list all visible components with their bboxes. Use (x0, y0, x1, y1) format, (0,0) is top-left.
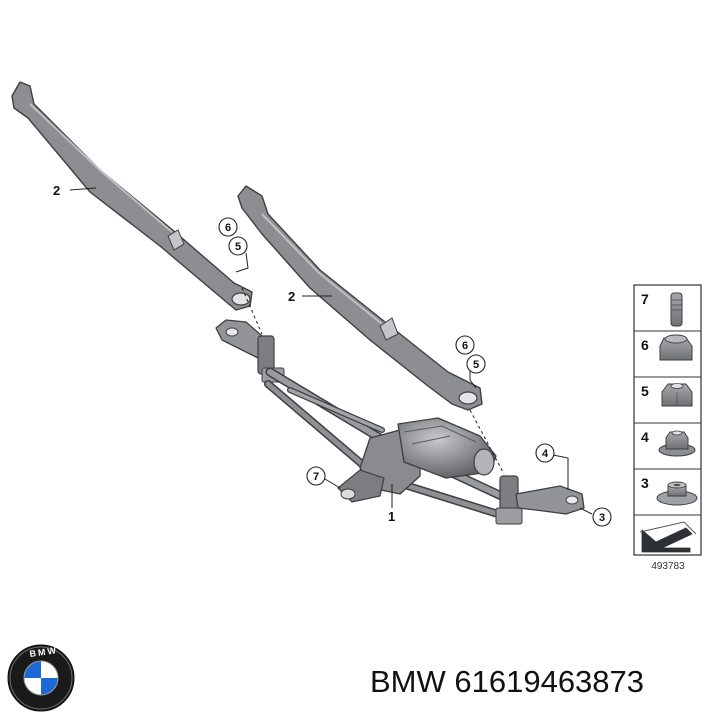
legend-row-6: 6 (641, 334, 693, 361)
part-label-arm-left: 2 (53, 183, 60, 198)
legend-label: 5 (641, 383, 649, 399)
callout-label: 3 (599, 512, 605, 524)
wiper-arm-left (11, 81, 253, 311)
callout-label: 7 (313, 471, 319, 483)
diagram-id: 493783 (651, 561, 685, 572)
part-number-caption: BMW 61619463873 (370, 664, 645, 699)
legend-label: 4 (641, 429, 649, 445)
panel-arrow-icon (639, 521, 697, 553)
wiper-linkage-assembly (215, 319, 585, 525)
callout-label: 5 (473, 359, 479, 371)
callout-label: 5 (235, 241, 241, 253)
stud-icon (670, 292, 683, 327)
bmw-logo: BMW (7, 644, 75, 712)
callout-left-5: 5 (228, 236, 248, 256)
cap-icon (659, 334, 693, 361)
legend-row-3: 3 (641, 475, 698, 506)
legend-label: 6 (641, 337, 649, 353)
wiper-arm-right (237, 185, 483, 411)
legend-row-7: 7 (641, 291, 683, 327)
legend-label: 7 (641, 291, 649, 307)
part-label-arm-right: 2 (288, 289, 295, 304)
callout-3: 3 (592, 507, 612, 527)
legend-row-5: 5 (641, 383, 693, 407)
callout-left-6: 6 (218, 217, 238, 237)
callout-4: 4 (535, 443, 555, 463)
legend-label: 3 (641, 475, 649, 491)
legend-row-4: 4 (641, 429, 696, 457)
callout-7: 7 (306, 466, 326, 486)
callout-right-5: 5 (466, 354, 486, 374)
callout-right-6: 6 (455, 335, 475, 355)
hex-nut-icon (661, 383, 693, 407)
part-label-linkage: 1 (388, 509, 395, 524)
callout-label: 6 (225, 222, 231, 234)
grommet-icon (656, 481, 698, 506)
legend-table: 7 6 5 4 (633, 284, 702, 572)
flange-nut-icon (658, 430, 696, 457)
leader-lines (69, 187, 593, 515)
callout-label: 6 (462, 340, 468, 352)
logo-letters: BMW (29, 645, 59, 659)
callout-label: 4 (542, 448, 549, 460)
